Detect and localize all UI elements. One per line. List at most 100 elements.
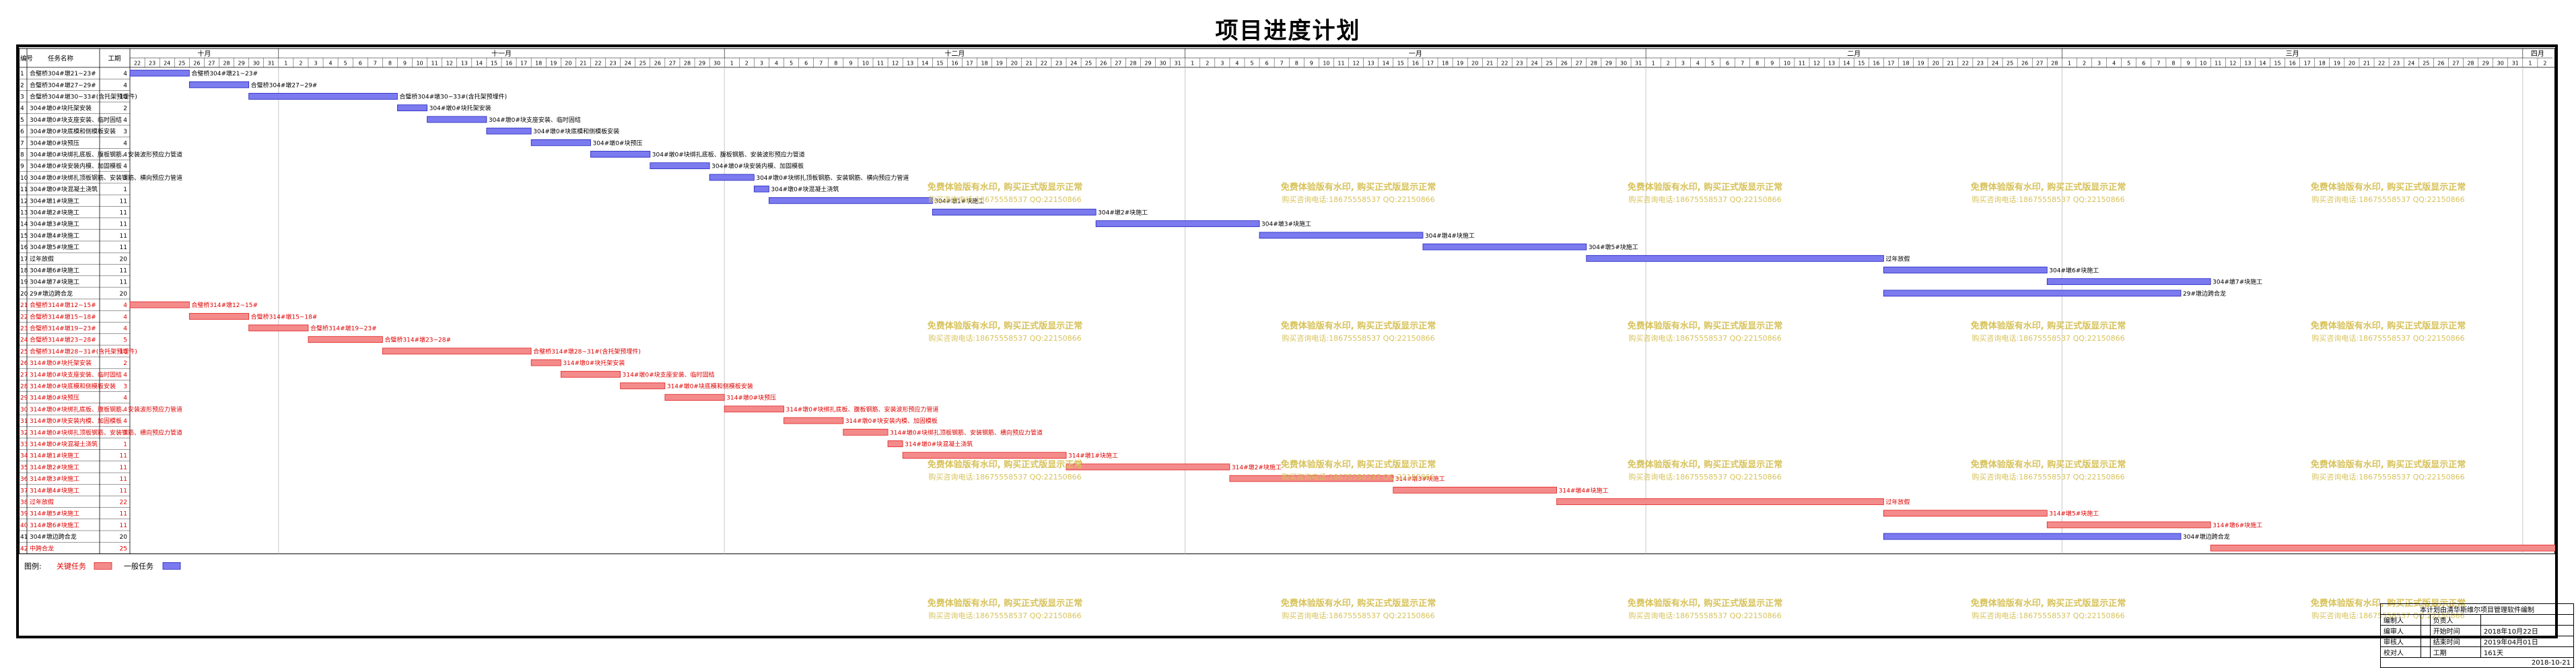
task-duration: 1 — [123, 187, 127, 193]
watermark-text: 免费体验版有水印, 购买正式版显示正常 — [1971, 321, 2126, 331]
day-label: 31 — [1635, 61, 1642, 67]
task-bar-label: 314#墩3#块施工 — [1395, 475, 1445, 483]
day-label: 6 — [1726, 61, 1729, 67]
task-duration: 4 — [123, 407, 127, 413]
critical-task-bar — [843, 428, 889, 436]
day-label: 29 — [699, 61, 705, 67]
task-name: 314#墩0#块托架安装 — [30, 359, 92, 367]
task-bar-label: 29#墩边跨合龙 — [2183, 290, 2226, 298]
footer-cell: 工期 — [2429, 646, 2481, 658]
footer-cell — [2420, 636, 2431, 647]
critical-task-bar — [902, 452, 1067, 459]
task-duration: 4 — [123, 117, 127, 124]
footer-cell: 校对人 — [2380, 646, 2421, 658]
task-bar-label: 314#墩1#块施工 — [1068, 452, 1118, 460]
day-label: 4 — [1235, 61, 1239, 67]
task-duration: 4 — [123, 326, 127, 333]
task-name: 304#墩7#块施工 — [30, 278, 79, 286]
day-label: 23 — [149, 61, 155, 67]
critical-task-bar — [188, 312, 250, 320]
task-name: 过年放假 — [30, 498, 54, 506]
day-label: 19 — [2334, 61, 2340, 67]
task-bar-label: 304#墩0#块混凝土浇筑 — [771, 185, 839, 193]
day-label: 21 — [1026, 61, 1033, 67]
task-bar-label: 304#墩0#块支座安装、临时固结 — [489, 116, 581, 124]
day-label: 11 — [2215, 61, 2221, 67]
day-label: 12 — [2229, 61, 2236, 67]
day-label: 2 — [1667, 61, 1670, 67]
watermark-text: 免费体验版有水印, 购买正式版显示正常 — [928, 598, 1082, 609]
task-bar-label: 314#墩0#块绑扎顶板钢筋、安装钢筋、横向预应力管道 — [890, 428, 1043, 436]
day-label: 11 — [1799, 61, 1805, 67]
day-label: 18 — [2319, 61, 2326, 67]
task-duration: 4 — [123, 372, 127, 378]
task-bar-label: 合璧桥314#墩12~15# — [191, 301, 258, 309]
column-header-name: 任务名称 — [48, 55, 74, 63]
task-id: 29 — [20, 395, 28, 402]
task-name: 314#墩5#块施工 — [30, 510, 79, 518]
watermark-text: 购买咨询电话:18675558537 QQ:22150866 — [1282, 611, 1434, 620]
task-id: 3 — [20, 94, 24, 101]
day-label: 9 — [2186, 61, 2190, 67]
day-label: 13 — [907, 61, 913, 67]
day-label: 5 — [344, 61, 347, 67]
watermark-text: 购买咨询电话:18675558537 QQ:22150866 — [2311, 195, 2464, 204]
task-duration: 20 — [120, 534, 128, 541]
task-name: 304#墩0#块支座安装、临时固结 — [30, 116, 122, 124]
day-label: 1 — [1652, 61, 1655, 67]
footer-cell — [2480, 614, 2575, 626]
task-bar-label: 304#墩2#块施工 — [1098, 209, 1148, 217]
day-label: 12 — [1352, 61, 1359, 67]
normal-task-bar — [397, 104, 427, 112]
task-id: 11 — [20, 187, 28, 193]
task-name: 314#墩4#块施工 — [30, 486, 79, 494]
task-id: 13 — [20, 210, 28, 217]
watermark-text: 免费体验版有水印, 购买正式版显示正常 — [1971, 182, 2126, 193]
critical-task-bar — [129, 301, 190, 308]
day-label: 5 — [1711, 61, 1714, 67]
day-label: 3 — [760, 61, 763, 67]
day-label: 28 — [684, 61, 691, 67]
day-label: 14 — [1843, 61, 1850, 67]
day-label: 9 — [849, 61, 852, 67]
task-duration: 11 — [120, 279, 127, 286]
day-label: 20 — [1471, 61, 1478, 67]
day-label: 15 — [491, 61, 497, 67]
task-id: 8 — [20, 152, 24, 159]
day-label: 24 — [625, 61, 631, 67]
task-name: 304#墩1#块施工 — [30, 197, 79, 205]
watermark-text: 免费体验版有水印, 购买正式版显示正常 — [1281, 598, 1436, 609]
day-label: 1 — [1191, 61, 1194, 67]
task-name: 304#墩4#块施工 — [30, 232, 79, 240]
task-bar-label: 过年放假 — [1885, 498, 1910, 506]
normal-task-bar — [129, 69, 190, 77]
task-id: 17 — [20, 256, 28, 263]
watermark-text: 购买咨询电话:18675558537 QQ:22150866 — [1282, 333, 1434, 343]
task-id: 30 — [20, 407, 28, 413]
day-label: 26 — [1100, 61, 1107, 67]
critical-task-bar — [887, 440, 903, 447]
watermark-text: 购买咨询电话:18675558537 QQ:22150866 — [1972, 472, 2124, 481]
table-border — [19, 48, 2555, 554]
day-label: 18 — [1902, 61, 1909, 67]
task-name: 304#墩5#块施工 — [30, 243, 79, 251]
task-duration: 4 — [123, 395, 127, 402]
task-bar-label: 304#墩0#块预压 — [592, 139, 642, 147]
normal-task-bar — [769, 197, 933, 204]
day-label: 28 — [1129, 61, 1136, 67]
day-label: 15 — [2274, 61, 2281, 67]
day-label: 11 — [431, 61, 438, 67]
watermark-text: 免费体验版有水印, 购买正式版显示正常 — [1628, 459, 1782, 470]
day-label: 15 — [936, 61, 943, 67]
day-label: 30 — [1620, 61, 1627, 67]
task-id: 33 — [20, 442, 28, 448]
day-label: 1 — [2068, 61, 2071, 67]
day-label: 18 — [1442, 61, 1449, 67]
task-name: 304#墩0#块底模和侧模板安装 — [30, 127, 116, 135]
day-label: 25 — [1085, 61, 1092, 67]
day-label: 9 — [1310, 61, 1313, 67]
task-duration: 11 — [120, 222, 127, 228]
day-label: 24 — [1070, 61, 1077, 67]
task-duration: 10 — [120, 349, 128, 356]
